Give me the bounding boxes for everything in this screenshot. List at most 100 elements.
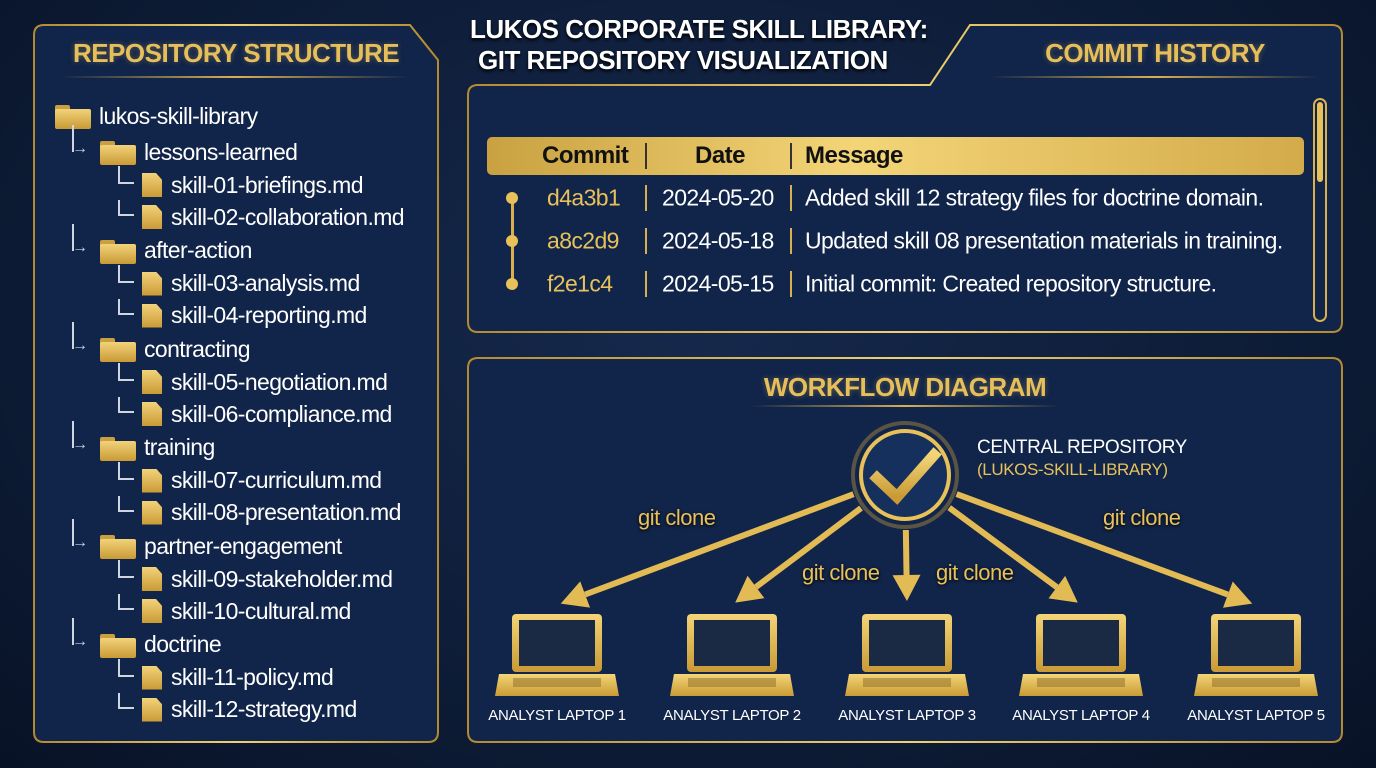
divider	[790, 143, 792, 169]
col-message: Message	[805, 142, 903, 169]
folder-label: doctrine	[144, 631, 222, 657]
file-label: skill-11-policy.md	[171, 664, 334, 690]
file-label: skill-05-negotiation.md	[171, 368, 388, 395]
folder-icon	[100, 533, 136, 559]
file-item[interactable]: skill-02-collaboration.md	[142, 202, 405, 232]
file-label: skill-04-reporting.md	[171, 302, 367, 328]
divider	[60, 76, 410, 78]
file-item[interactable]: skill-04-reporting.md	[142, 301, 367, 331]
git-clone-label: git clone	[1103, 505, 1181, 530]
laptop-icon	[670, 614, 794, 696]
file-item[interactable]: skill-11-policy.md	[142, 663, 334, 693]
git-clone-label: git clone	[638, 505, 716, 530]
tree-connector	[118, 264, 134, 283]
file-icon	[142, 665, 162, 690]
tree-connector	[118, 658, 134, 677]
file-icon	[142, 271, 162, 296]
file-item[interactable]: skill-03-analysis.md	[142, 269, 360, 299]
laptop-label: ANALYST LAPTOP 3	[838, 707, 976, 724]
arrow-right-icon: →	[72, 140, 88, 157]
divider	[750, 405, 1060, 407]
folder-item[interactable]: lessons-learned	[100, 137, 298, 167]
file-item[interactable]: skill-10-cultural.md	[142, 596, 351, 626]
arrow-right-icon: →	[72, 632, 88, 650]
scrollbar-thumb	[1317, 102, 1323, 182]
commit-node-icon	[506, 235, 518, 247]
commit-message: Updated skill 08 presentation materials …	[805, 227, 1283, 254]
file-label: skill-10-cultural.md	[171, 597, 351, 624]
clone-arrow	[947, 505, 1078, 603]
tree-connector	[72, 223, 88, 251]
commit-hash: f2e1c4	[547, 270, 613, 297]
tree-connector	[72, 617, 88, 645]
tree-connector	[118, 298, 134, 315]
folder-label: training	[144, 434, 215, 460]
tree-connector	[118, 692, 134, 709]
repo-heading: REPOSITORY STRUCTURE	[72, 38, 400, 68]
file-icon	[142, 599, 162, 623]
file-icon	[142, 303, 162, 328]
folder-item[interactable]: contracting	[100, 334, 251, 364]
commit-date: 2024-05-18	[662, 227, 774, 254]
file-item[interactable]: skill-09-stakeholder.md	[142, 564, 393, 594]
repo-root-label: lukos-skill-library	[99, 102, 258, 129]
laptop-icon	[495, 614, 619, 696]
commit-hash: a8c2d9	[547, 227, 619, 254]
file-label: skill-06-compliance.md	[171, 400, 392, 427]
file-item[interactable]: skill-06-compliance.md	[142, 399, 392, 429]
col-commit: Commit	[542, 142, 629, 169]
commit-row[interactable]: a8c2d9 2024-05-18 Updated skill 08 present…	[487, 221, 1304, 261]
file-label: skill-01-briefings.md	[171, 171, 364, 198]
folder-item[interactable]: doctrine	[100, 630, 222, 660]
folder-item[interactable]: partner-engagement	[100, 531, 342, 561]
page-title: LUKOS CORPORATE SKILL LIBRARY: GIT REPOS…	[470, 14, 928, 76]
file-icon	[142, 567, 162, 591]
commit-hash: d4a3b1	[547, 184, 621, 211]
file-item[interactable]: skill-01-briefings.md	[142, 170, 364, 200]
repo-root[interactable]: lukos-skill-library	[55, 101, 258, 131]
commit-node-icon	[506, 192, 518, 204]
tree-connector	[118, 397, 134, 413]
folder-icon	[100, 336, 136, 362]
central-repo-sublabel: (LUKOS-SKILL-LIBRARY)	[977, 460, 1168, 479]
folder-icon	[55, 103, 91, 129]
laptop-icon	[1019, 614, 1143, 696]
folder-icon	[100, 435, 136, 461]
tree-connector	[118, 363, 134, 381]
clone-arrow	[735, 505, 863, 603]
tree-connector	[118, 461, 134, 480]
commit-message: Initial commit: Created repository struc…	[805, 270, 1217, 297]
laptop-label: ANALYST LAPTOP 2	[663, 707, 801, 724]
file-icon	[142, 205, 162, 229]
file-label: skill-12-strategy.md	[171, 696, 357, 722]
arrow-right-icon: →	[72, 337, 88, 354]
folder-item[interactable]: training	[100, 433, 215, 463]
arrow-right-icon: →	[72, 435, 88, 453]
file-item[interactable]: skill-07-curriculum.md	[142, 466, 382, 496]
file-label: skill-09-stakeholder.md	[171, 565, 393, 592]
central-repo-label: CENTRAL REPOSITORY	[977, 437, 1187, 458]
git-clone-label: git clone	[936, 560, 1014, 585]
tree-connector	[72, 420, 88, 448]
arrow-right-icon: →	[72, 534, 88, 551]
clone-arrow	[560, 491, 855, 608]
tree-connector	[72, 519, 88, 546]
file-icon	[142, 500, 162, 525]
folder-label: after-action	[144, 237, 252, 263]
divider	[645, 271, 647, 297]
file-item[interactable]: skill-12-strategy.md	[142, 695, 357, 725]
file-item[interactable]: skill-08-presentation.md	[142, 498, 401, 528]
folder-item[interactable]: after-action	[100, 236, 252, 266]
tree-connector	[118, 560, 134, 578]
tree-connector	[118, 200, 134, 216]
folder-label: partner-engagement	[144, 532, 342, 559]
clone-arrow	[955, 491, 1253, 608]
file-icon	[142, 697, 162, 722]
file-item[interactable]: skill-05-negotiation.md	[142, 367, 388, 397]
folder-icon	[100, 238, 136, 264]
laptop-label: ANALYST LAPTOP 5	[1187, 707, 1325, 724]
laptop-icon	[1194, 614, 1318, 696]
